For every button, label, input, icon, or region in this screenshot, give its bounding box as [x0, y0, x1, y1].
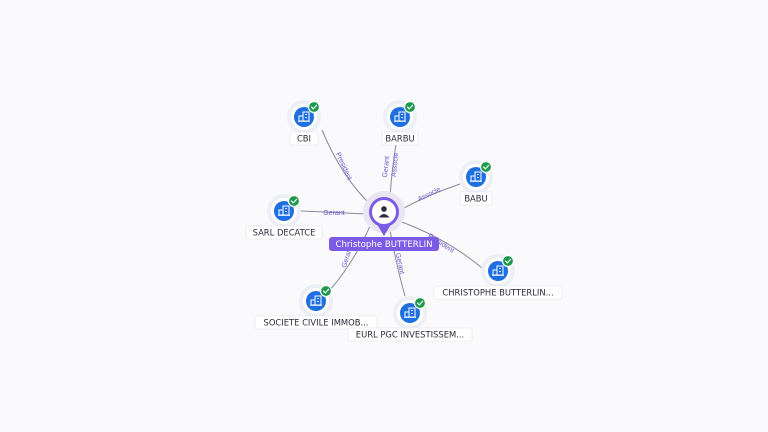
edge-line [399, 183, 461, 211]
check-icon [403, 100, 417, 114]
building-icon [310, 295, 322, 306]
edge-label: Associe [391, 152, 401, 177]
company-node-babu[interactable]: BABU [459, 160, 493, 206]
check-icon [501, 254, 515, 268]
building-icon [470, 171, 482, 182]
node-label: BABU [464, 194, 487, 204]
company-node-sarl-decatce[interactable]: SARL DECATCE [245, 194, 323, 240]
node-label-bg [254, 315, 378, 330]
node-label: CHRISTOPHE BUTTERLIN... [442, 288, 553, 298]
edge-line [389, 229, 406, 297]
check-icon [287, 194, 301, 208]
company-node-cbi[interactable]: CBI [287, 100, 321, 146]
node-label: BARBU [385, 134, 414, 144]
check-icon [307, 100, 321, 114]
node-label-bg [245, 225, 323, 240]
edge-line [329, 225, 371, 291]
edge-societe-civile: Gerant [329, 225, 371, 291]
node-label: SARL DECATCE [253, 228, 316, 238]
company-node-societe-civile[interactable]: SOCIETE CIVILE IMMOB... [254, 284, 378, 330]
edge-label: Associe [417, 186, 442, 203]
edge-eurl-pgc: Gerant [389, 229, 406, 297]
building-icon [404, 307, 416, 318]
nodes-layer: CBI BARBU BABU SARL DECATCE CHRISTOPHE BUTTE… [245, 100, 563, 342]
company-node-barbu[interactable]: BARBU [381, 100, 419, 146]
check-icon [413, 296, 427, 310]
edge-sarl-decatce: Gerant [300, 210, 367, 217]
edge-label: Gerant [394, 252, 405, 274]
node-label: SOCIETE CIVILE IMMOB... [264, 318, 369, 328]
node-label: CBI [297, 134, 311, 144]
center-pin-tip [378, 226, 390, 236]
edge-label: Gerant [382, 156, 391, 178]
node-label-bg [289, 131, 319, 146]
edge-cbi: President [321, 129, 373, 207]
center-label-bg [329, 237, 439, 251]
building-icon [298, 111, 310, 122]
node-label-bg [381, 131, 419, 146]
center-person-name: Christophe BUTTERLIN [335, 240, 432, 250]
company-node-eurl-pgc[interactable]: EURL PGC INVESTISSEM... [347, 296, 473, 342]
building-icon [394, 111, 406, 122]
center-person-node[interactable]: Christophe BUTTERLIN [329, 191, 439, 251]
node-label-bg [459, 191, 493, 206]
check-icon [319, 284, 333, 298]
edge-label: President [334, 151, 353, 181]
edge-line [321, 129, 373, 207]
edge-babu: Associe [399, 183, 461, 211]
check-icon [479, 160, 493, 174]
node-label-bg [433, 285, 563, 300]
company-node-christophe-butterlin-co[interactable]: CHRISTOPHE BUTTERLIN... [433, 254, 563, 300]
edge-label: Gerant [323, 210, 344, 217]
node-label-bg [347, 327, 473, 342]
edge-line [398, 220, 483, 269]
person-icon [378, 206, 390, 218]
building-icon [492, 265, 504, 276]
building-icon [278, 205, 290, 216]
node-label: EURL PGC INVESTISSEM... [356, 330, 464, 340]
center-disc [372, 200, 396, 224]
edge-line [300, 210, 367, 215]
